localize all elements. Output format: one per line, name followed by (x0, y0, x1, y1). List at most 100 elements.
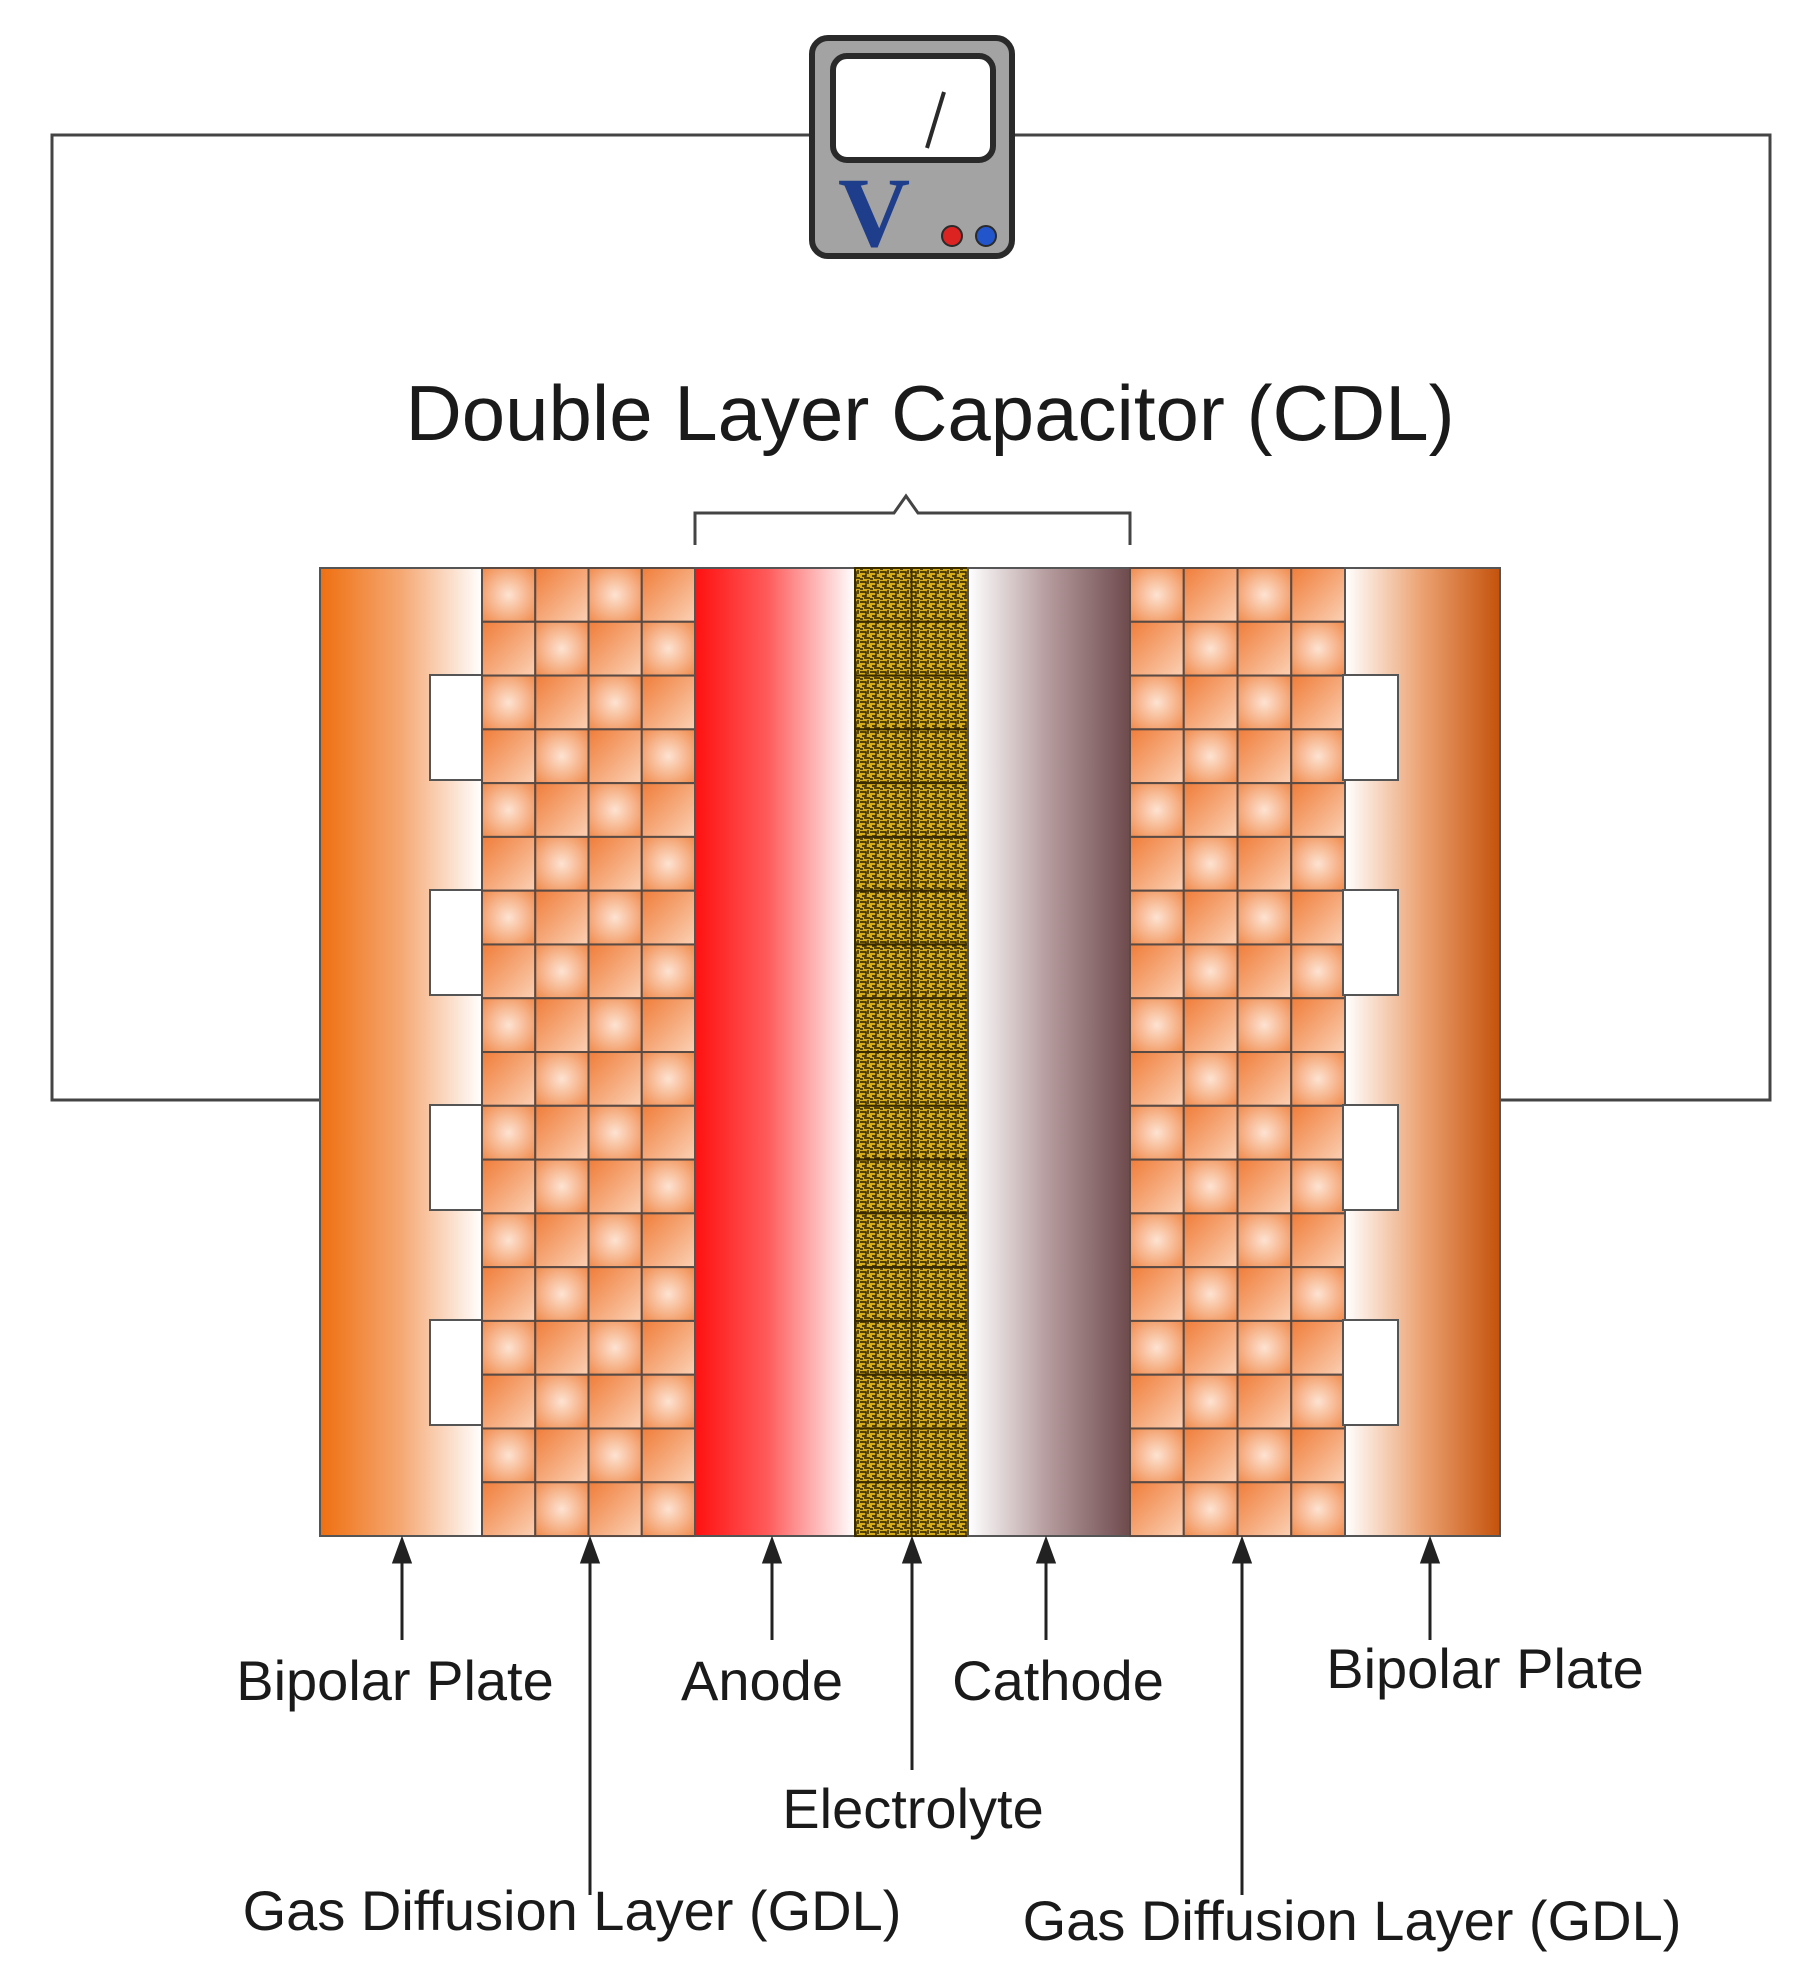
electrolyte-tile (910, 1104, 969, 1161)
label-gdl-right: Gas Diffusion Layer (GDL) (1023, 1889, 1682, 1952)
gdl-tile (1290, 889, 1346, 946)
terminal-blue (975, 225, 997, 247)
gdl-tile (587, 1427, 643, 1484)
arrow-electrolyte (901, 1535, 923, 1770)
gdl-tile (1129, 1158, 1185, 1215)
gdl-tile (640, 835, 696, 892)
electrolyte-tile (854, 567, 913, 623)
gdl-tile (1236, 943, 1293, 1000)
gdl-tile (534, 1481, 590, 1538)
arrow-gdl-left (579, 1535, 601, 1895)
gdl-tile (534, 1104, 590, 1161)
gdl-tile (640, 674, 696, 731)
electrolyte-tile (910, 997, 969, 1054)
gdl-tile (640, 1319, 696, 1376)
gdl-tile (587, 1051, 643, 1107)
gdl-tile (1290, 620, 1346, 677)
electrolyte-tile (854, 620, 913, 677)
electrolyte-tile (854, 835, 913, 892)
gdl-tile (534, 1158, 590, 1215)
gdl-tile (1182, 997, 1239, 1054)
gdl-tile (1182, 1481, 1239, 1538)
electrolyte-tile (910, 674, 969, 731)
electrolyte-tile (910, 1051, 969, 1107)
gdl-tile (1182, 1373, 1239, 1430)
gdl-tile (1129, 782, 1185, 838)
electrolyte-tile (910, 1319, 969, 1376)
gdl-tile (1129, 1051, 1185, 1107)
gdl-tile (1290, 728, 1346, 785)
gdl-tile (481, 1319, 537, 1376)
label-bipolar-plate-right: Bipolar Plate (1326, 1637, 1644, 1700)
gdl-tile (1236, 620, 1293, 677)
gdl-tile (640, 1266, 696, 1322)
gdl-tile (1129, 997, 1185, 1054)
electrolyte-tile (910, 835, 969, 892)
gdl-tile (1290, 997, 1346, 1054)
gdl-tile (1182, 1104, 1239, 1161)
gdl-tile (481, 943, 537, 1000)
gdl-tile (587, 620, 643, 677)
gdl-tile (481, 1104, 537, 1161)
gdl-tile (481, 620, 537, 677)
gdl-tile (640, 567, 696, 623)
gdl-tile (1236, 1158, 1293, 1215)
label-bipolar-plate-left: Bipolar Plate (236, 1649, 554, 1712)
gdl-tile (534, 620, 590, 677)
gdl-tile (1129, 1212, 1185, 1269)
gdl-tile (1182, 1051, 1239, 1107)
gdl-tile (1290, 1427, 1346, 1484)
electrolyte-tile (854, 1427, 913, 1484)
electrolyte-tile (854, 674, 913, 731)
gdl-tile (640, 1158, 696, 1215)
gdl-tile (534, 943, 590, 1000)
gdl-tile (640, 728, 696, 785)
gdl-tile (587, 1158, 643, 1215)
gdl-tile (640, 997, 696, 1054)
gdl-tile (1182, 1266, 1239, 1322)
bipolar-plate-left (319, 567, 486, 1537)
electrolyte-tile (910, 1481, 969, 1538)
gdl-tile (1129, 1319, 1185, 1376)
electrolyte-tile (910, 1266, 969, 1322)
terminal-red (941, 225, 963, 247)
arrow-gdl-right (1231, 1535, 1253, 1895)
gdl-tile (640, 1373, 696, 1430)
gdl-tile (534, 889, 590, 946)
gas-diffusion-layer-right (1129, 567, 1346, 1538)
voltmeter-icon: V (809, 35, 1015, 268)
gdl-tile (587, 728, 643, 785)
gdl-tile (1290, 1373, 1346, 1430)
gdl-tile (1236, 1481, 1293, 1538)
gdl-tile (587, 943, 643, 1000)
gdl-tile (1182, 889, 1239, 946)
electrolyte-tile (854, 1481, 913, 1538)
gdl-tile (587, 1212, 643, 1269)
label-gdl-left: Gas Diffusion Layer (GDL) (243, 1879, 902, 1942)
gdl-tile (587, 1319, 643, 1376)
gdl-tile (640, 889, 696, 946)
gdl-tile (1290, 1319, 1346, 1376)
gdl-tile (534, 1051, 590, 1107)
gdl-tile (1129, 943, 1185, 1000)
electrolyte-tile (854, 1051, 913, 1107)
gdl-tile (587, 567, 643, 623)
electrolyte-tile (854, 1158, 913, 1215)
gdl-tile (481, 567, 537, 623)
gdl-tile (481, 1051, 537, 1107)
gdl-tile (1129, 1427, 1185, 1484)
gdl-tile (481, 1373, 537, 1430)
gdl-tile (481, 889, 537, 946)
electrolyte-tile (854, 1212, 913, 1269)
electrolyte-tile (854, 997, 913, 1054)
voltmeter-symbol: V (838, 157, 910, 268)
gdl-tile (640, 1212, 696, 1269)
gdl-tile (587, 835, 643, 892)
voltmeter-needle (925, 91, 946, 149)
gdl-tile (534, 1266, 590, 1322)
electrolyte-tile (910, 1427, 969, 1484)
gdl-tile (1236, 674, 1293, 731)
electrolyte-tile (854, 1104, 913, 1161)
gdl-tile (1236, 1319, 1293, 1376)
